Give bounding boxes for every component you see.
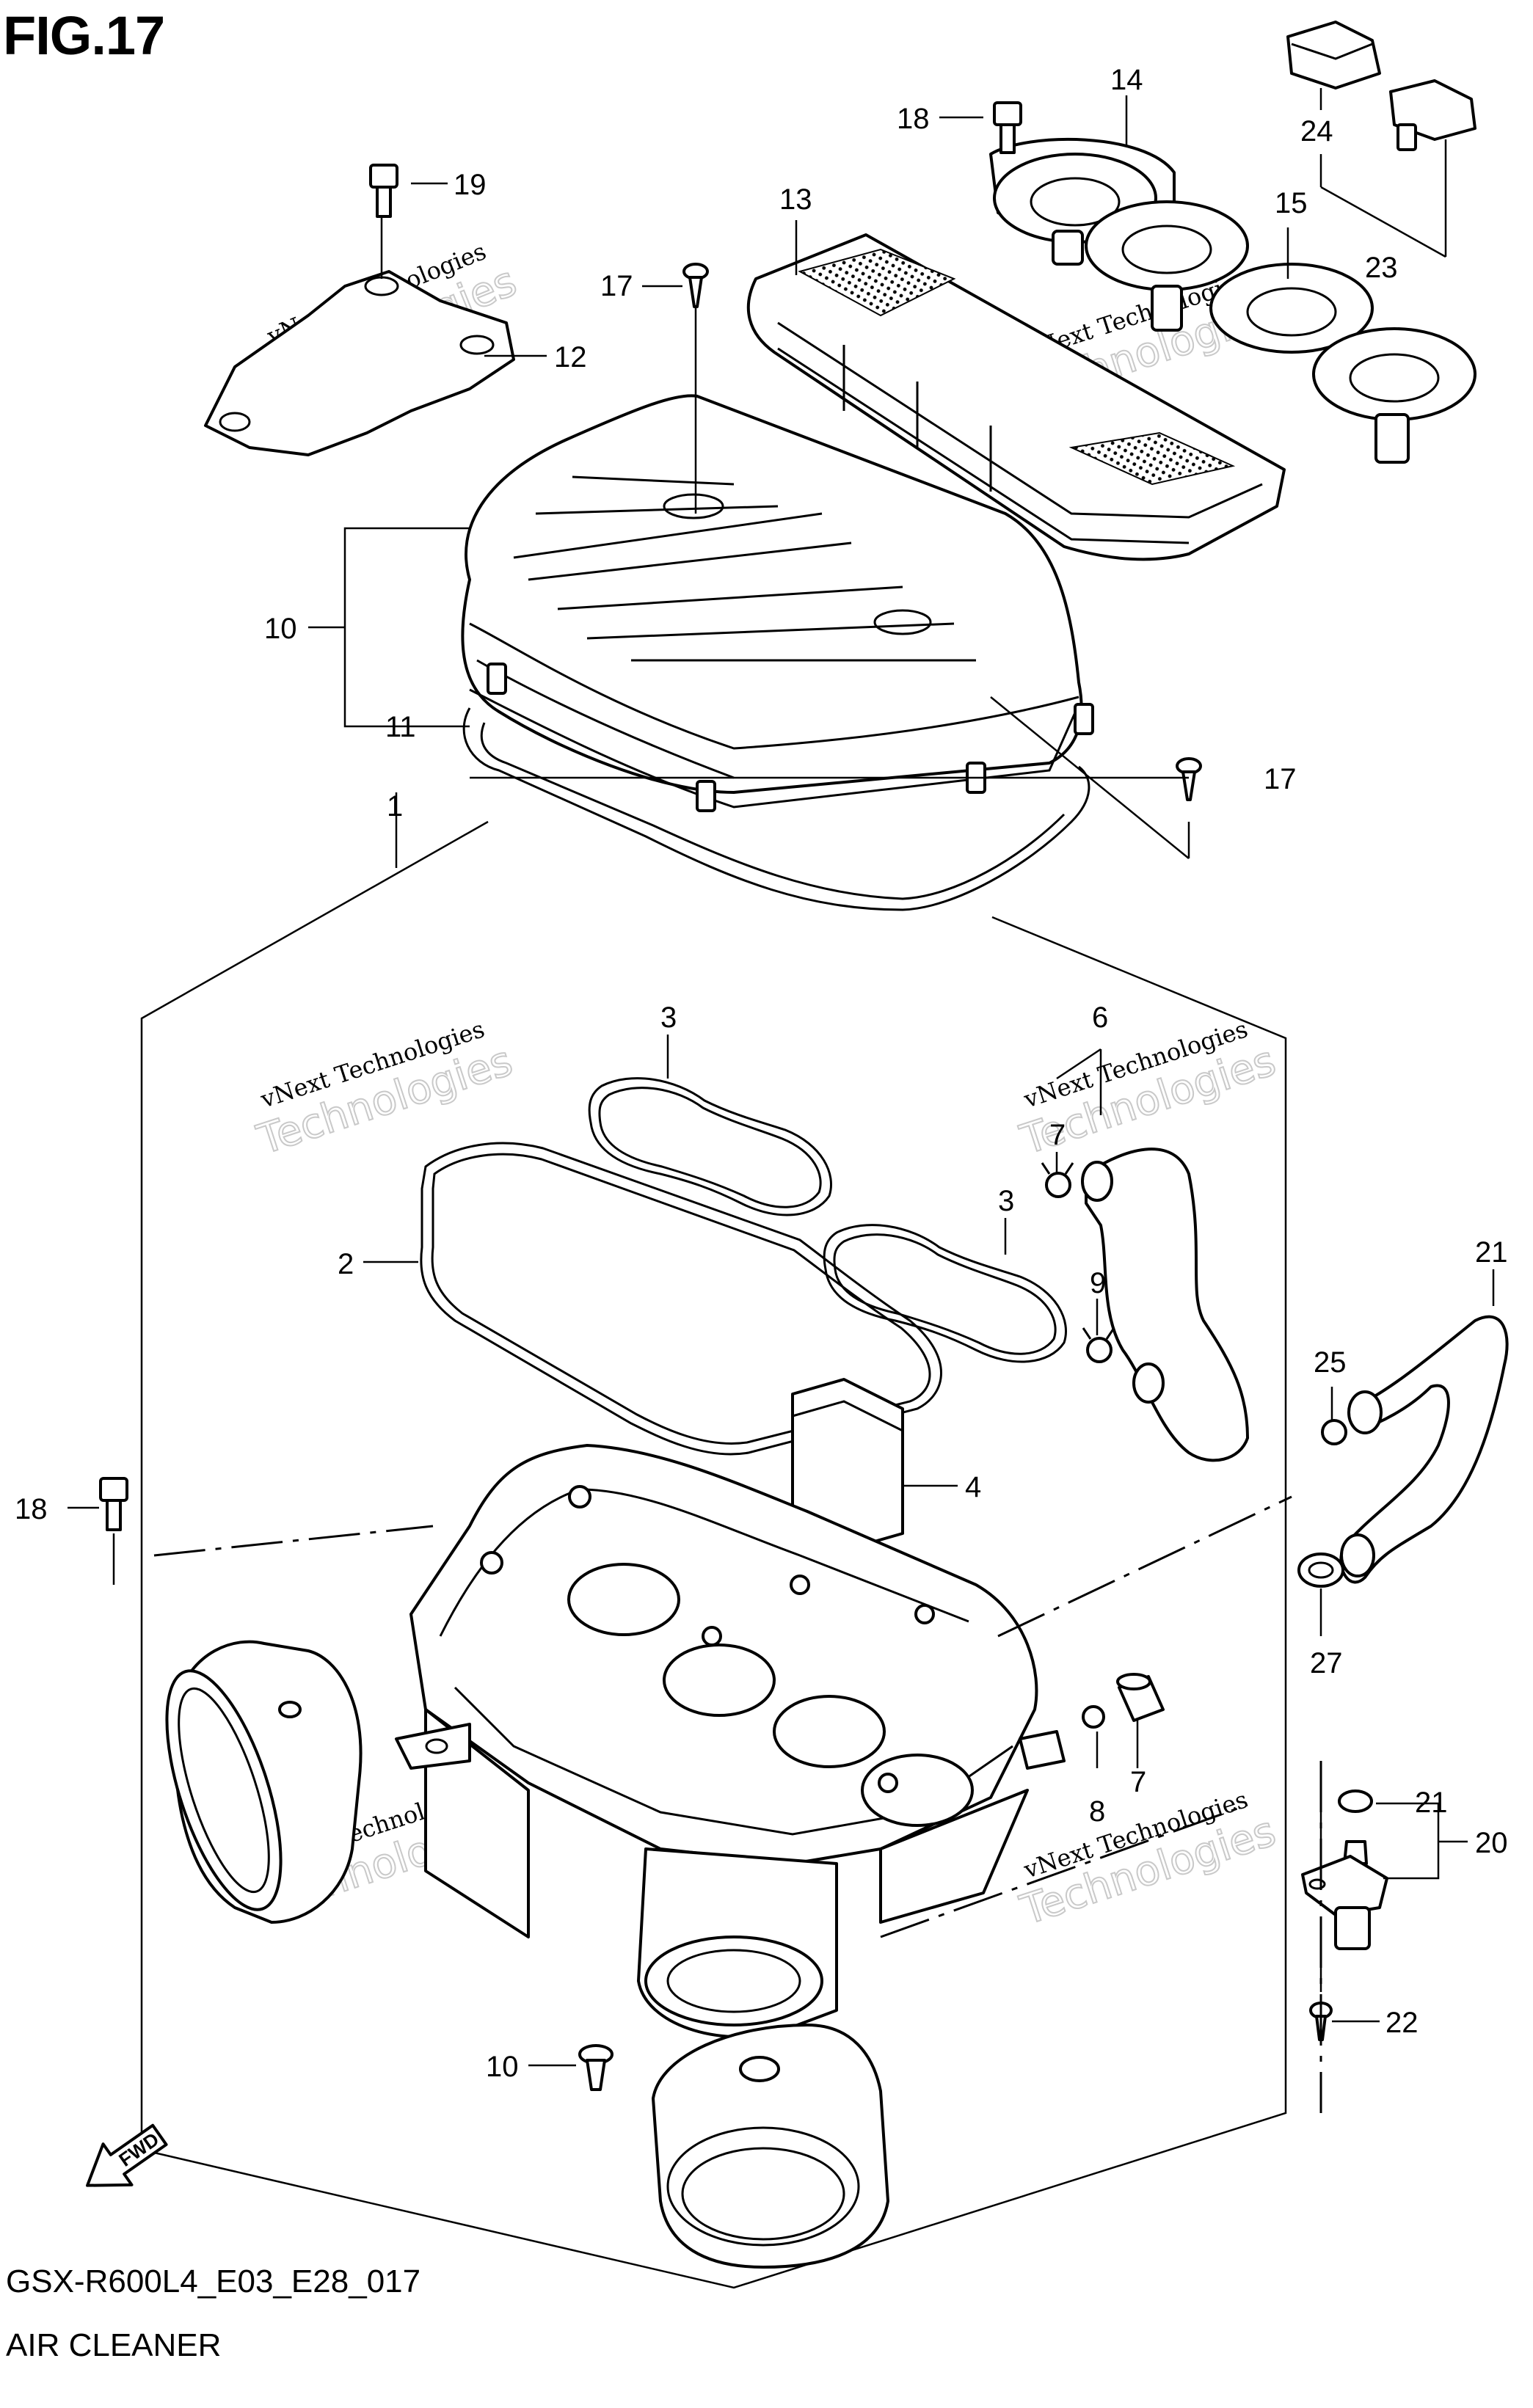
callout-8-label: 8 [1089,1795,1105,1828]
throttle-ports [567,1563,974,1827]
screw-17-right [1176,757,1202,801]
cap-ribs [513,475,976,662]
callout-17: 17 [1264,763,1297,795]
callout-5: 6 [1092,1001,1108,1034]
filter-ribs [842,345,992,492]
callout-18: 18 [15,1493,48,1525]
callout-24: 24 [1300,115,1333,147]
lower-snorkel [652,2024,889,2269]
sensor-assembly [1301,1783,1388,1992]
hose-clamp-27 [1297,1553,1344,1588]
callout-9-label: 9 [1090,1267,1106,1299]
figure-title: FIG.17 [3,5,165,66]
assembly-outline [140,792,1287,2289]
hose-clamp-9 [1082,1327,1115,1363]
callout-21-label: 21 [1415,1787,1448,1819]
hose-clip-26 [1321,1419,1347,1445]
callout-10-label: 10 [486,2051,519,2083]
model-code: GSX-R600L4_E03_E28_017 [6,2263,421,2299]
funnel-16-b [1312,327,1476,464]
connector-cover [1286,21,1381,110]
section-name: AIR CLEANER [6,2327,222,2363]
callout-7-label: 7 [1130,1766,1146,1798]
callout-25: 21 [1475,1236,1508,1269]
air-cleaner-case [395,1444,1066,2039]
funnel-seal-rear [823,1224,1067,1363]
cap-seal [462,707,1090,911]
watermark-3: vNext Technologies Technologies [251,1015,519,1165]
callout-18: 18 [897,103,930,135]
clamp-8 [1082,1705,1105,1729]
callout-2: 2 [338,1248,354,1280]
breather-hose [1339,1315,1509,1584]
drain-hose [1056,1048,1249,1462]
intake-duct [165,1640,363,1924]
callout-13: 12 [554,341,587,373]
screw-17-top [682,263,709,514]
hose-clamp-6 [1041,1162,1074,1198]
bolt-18-left [99,1477,128,1585]
cap-clips [487,663,1094,812]
fwd-arrow-icon: FWD [86,2123,168,2187]
callout-16: 15 [1275,187,1308,219]
case-bosses [480,1485,935,1793]
callout-20-label: 20 [1475,1827,1508,1859]
front-funnel-pair [989,137,1249,332]
callout-12: 11 [385,711,416,743]
callout-6: 7 [1049,1119,1066,1151]
case-cap [461,394,1190,859]
callout-3: 3 [998,1185,1014,1217]
rear-funnel-pair [1209,263,1476,464]
funnel-16-a [1209,263,1374,354]
callout-22-label: 22 [1385,2007,1419,2039]
watermark-6: vNext Technologies Technologies [1014,1785,1282,1935]
callout-17: 17 [600,270,633,302]
bolt-18-top [993,101,1022,154]
callout-26: 25 [1314,1346,1347,1379]
callout-23: 23 [1365,252,1398,284]
funnel-seal-front [588,1077,832,1216]
push-rivet [578,2044,613,2091]
drain-plug [1116,1673,1165,1722]
center-lines [153,1495,1322,2113]
callout-4: 4 [965,1471,981,1503]
connector-assembly [1319,79,1476,258]
element-pad [791,1378,958,1550]
callout-labels: 14 18 24 19 13 15 23 17 12 10 11 17 1 3 … [15,64,1508,2083]
callout-3: 3 [660,1001,677,1034]
bracket [204,213,515,456]
watermark-4: vNext Technologies Technologies [1014,1015,1282,1165]
funnel-15-b [1085,200,1249,332]
leader-lines [68,95,1495,2067]
callout-19: 19 [454,169,487,201]
callout-27: 27 [1310,1647,1343,1679]
case-seal [420,1142,942,1456]
callout-14: 13 [779,183,812,216]
callout-15: 14 [1110,64,1143,96]
bolt-19 [369,164,398,218]
air-filter-element [746,233,1286,561]
callout-11: 10 [264,613,297,645]
callout-1: 1 [387,790,403,822]
